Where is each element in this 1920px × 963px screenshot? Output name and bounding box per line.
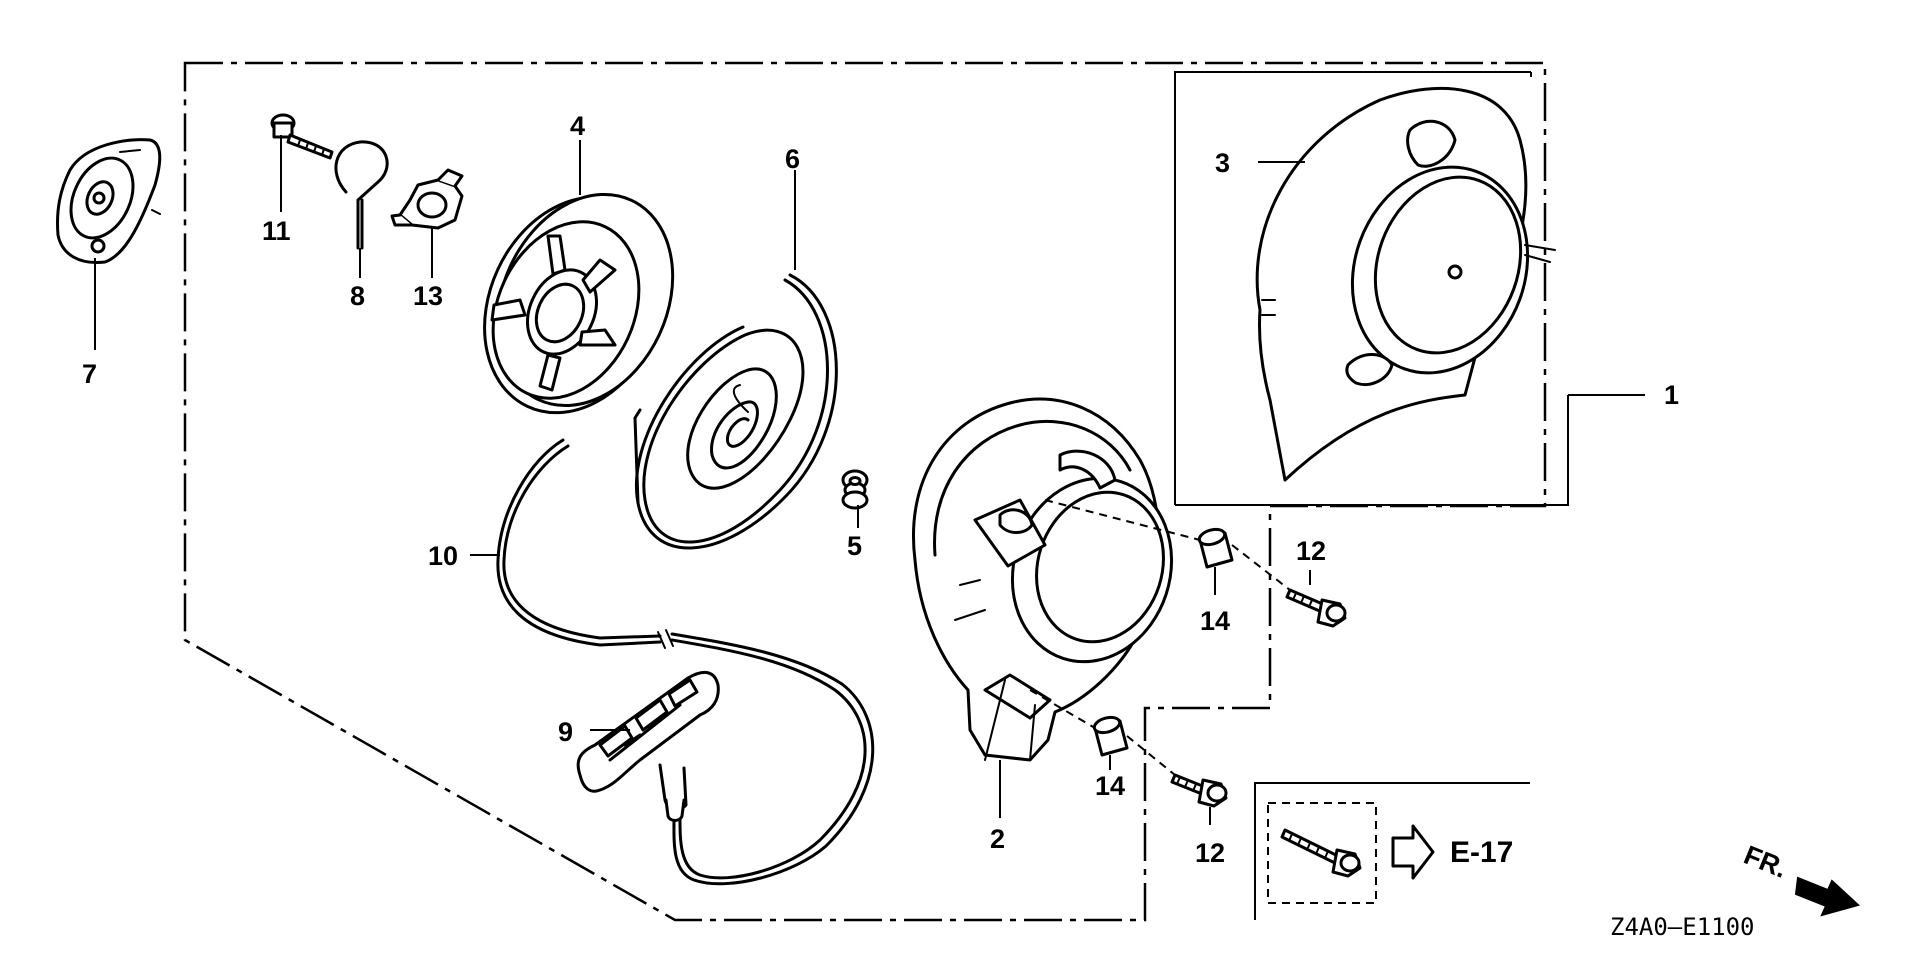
callout-1: 1	[1664, 380, 1679, 410]
flange-bolt-part-upper	[1285, 588, 1347, 628]
direction-arrow-icon	[1794, 876, 1860, 917]
callout-13: 13	[413, 281, 443, 311]
leader-lines	[94, 135, 1645, 825]
callout-8: 8	[350, 281, 365, 311]
reel-part	[483, 192, 675, 415]
ratchet-clip-part	[390, 168, 464, 230]
grommet-part	[841, 469, 869, 510]
callout-11: 11	[262, 216, 291, 246]
bolt-part	[270, 113, 334, 160]
front-direction-indicator: FR.	[1740, 840, 1860, 917]
arrow-right-icon	[1391, 824, 1435, 880]
hook-spring-part	[334, 140, 389, 250]
callout-9: 9	[558, 717, 573, 747]
callout-6: 6	[785, 144, 800, 174]
callout-3: 3	[1215, 148, 1230, 178]
flange-bolt-part-lower	[1170, 773, 1228, 808]
diagram-code: Z4A0—E1100	[1610, 913, 1755, 941]
callout-12-lower: 12	[1195, 838, 1225, 868]
reference-page-label: E-17	[1450, 836, 1513, 869]
collar-part-lower	[1092, 715, 1129, 757]
fan-cover-part	[1255, 86, 1556, 482]
callout-5: 5	[847, 531, 862, 561]
callout-12-upper: 12	[1296, 536, 1326, 566]
starter-rope-part	[496, 438, 875, 886]
collar-part-upper	[1197, 527, 1234, 569]
front-direction-label: FR.	[1740, 840, 1792, 884]
starter-handle-part	[576, 670, 720, 822]
callout-7: 7	[82, 359, 97, 389]
reference-panel: E-17	[1254, 782, 1530, 920]
callout-14-lower: 14	[1095, 771, 1125, 801]
callout-14-upper: 14	[1200, 606, 1230, 636]
callout-2: 2	[990, 824, 1005, 854]
callout-4: 4	[570, 111, 585, 141]
spiral-spring-part	[633, 273, 838, 550]
recoil-housing-part	[912, 397, 1174, 762]
housing-group-bracket	[1174, 71, 1569, 506]
callout-10: 10	[428, 541, 458, 571]
starter-pulley-part	[56, 138, 162, 265]
assembly-boundary	[183, 61, 1547, 922]
